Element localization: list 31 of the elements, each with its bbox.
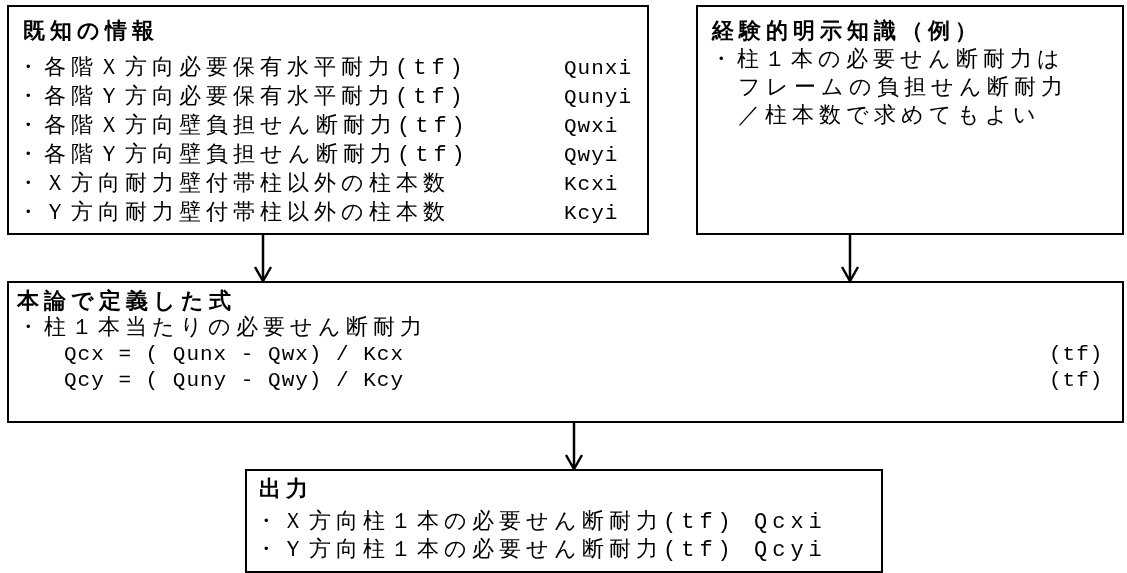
- text-line: Qunxi: [564, 56, 632, 82]
- text-line: ・柱１本当たりの必要せん断耐力: [17, 315, 427, 343]
- process-box: [7, 281, 1124, 423]
- box-heading: 経験的明示知識（例）: [712, 19, 982, 47]
- box-heading: 本論で定義した式: [17, 289, 236, 316]
- box-heading: 出力: [259, 477, 313, 505]
- text-line: Kcxi: [564, 172, 619, 198]
- process-box: [696, 5, 1124, 235]
- process-box: [7, 5, 649, 235]
- text-line: ・Ｙ方向柱１本の必要せん断耐力(tf) Qcyi: [255, 537, 827, 565]
- arrow: [253, 235, 273, 283]
- text-line: Qcx = ( Qunx - Qwx) / Kcx: [64, 342, 405, 368]
- box-heading: 既知の情報: [23, 19, 159, 47]
- text-line: (tf): [1049, 368, 1104, 394]
- text-line: Qwxi: [564, 114, 619, 140]
- text-line: ・各階Ｙ方向壁負担せん断耐力(tf): [17, 142, 470, 170]
- text-line: ・各階Ｙ方向必要保有水平耐力(tf): [17, 84, 468, 112]
- text-line: ・Ｘ方向柱１本の必要せん断耐力(tf) Qcxi: [255, 509, 827, 537]
- text-line: ・各階Ｘ方向壁負担せん断耐力(tf): [17, 113, 470, 141]
- arrow: [840, 235, 860, 283]
- text-line: Kcyi: [564, 201, 619, 227]
- text-line: ・柱１本の必要せん断耐力はフレームの負担せん断耐力／柱本数で求めてもよい: [710, 47, 1069, 131]
- process-box: [245, 469, 883, 573]
- text-line: Qcy = ( Quny - Qwy) / Kcy: [64, 368, 405, 394]
- text-line: ・Ｘ方向耐力壁付帯柱以外の柱本数: [17, 171, 450, 199]
- text-line: ・各階Ｘ方向必要保有水平耐力(tf): [17, 55, 468, 83]
- arrow: [564, 423, 584, 471]
- text-line: Qwyi: [564, 143, 619, 169]
- text-line: ・Ｙ方向耐力壁付帯柱以外の柱本数: [17, 200, 450, 228]
- text-line: (tf): [1049, 342, 1104, 368]
- text-line: Qunyi: [564, 85, 632, 111]
